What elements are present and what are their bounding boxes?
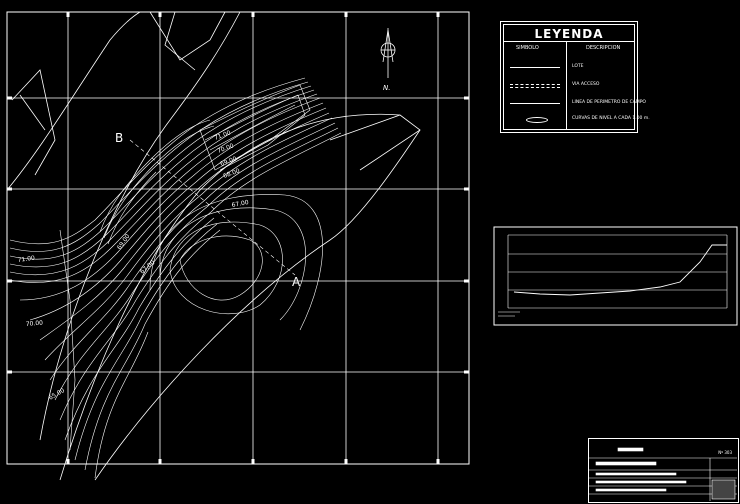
sheet-number: Nº 303 <box>718 450 732 455</box>
contour-label: 70.00 <box>216 142 235 155</box>
profile-chart <box>498 234 728 317</box>
contour-label: 70.00 <box>26 320 44 328</box>
legend-row-via: VIA ACCESO <box>504 77 634 93</box>
legend-symbol-solid <box>510 67 560 68</box>
legend-desc: LOTE <box>572 64 584 69</box>
north-label: N. <box>383 84 390 92</box>
map-frame <box>6 11 470 465</box>
titleblock-lines <box>589 447 737 501</box>
section-label-b: B <box>115 131 123 145</box>
legend-symbol-thin <box>510 103 560 104</box>
legend-desc: VIA ACCESO <box>572 82 600 87</box>
legend-desc: LINEA DE PERIMETRO DE CAMPO <box>572 100 646 105</box>
road-lines <box>6 11 421 481</box>
grid-ticks <box>7 12 469 464</box>
legend-panel: LEYENDA SIMBOLO DESCRIPCION LOTE VIA ACC… <box>500 21 650 133</box>
legend-col-divider <box>566 41 567 129</box>
legend-row-curvas: CURVAS DE NIVEL A CADA 1.00 m. <box>504 111 650 127</box>
legend-desc: CURVAS DE NIVEL A CADA 1.00 m. <box>572 116 650 121</box>
legend-header-description: DESCRIPCION <box>586 45 621 51</box>
legend-row-perimetro: LINEA DE PERIMETRO DE CAMPO <box>504 95 646 111</box>
profile-frame <box>493 226 738 326</box>
contour-label: 69.00 <box>116 233 132 251</box>
contour-lines <box>9 77 342 479</box>
contour-label: 71.00 <box>17 255 35 264</box>
legend-symbol-curves <box>526 117 548 123</box>
title-block: Nº 303 <box>588 438 739 503</box>
legend-header-symbol: SIMBOLO <box>516 45 539 51</box>
coordinate-grid <box>7 12 469 464</box>
legend-title: LEYENDA <box>534 27 604 41</box>
section-line-ab <box>129 139 296 276</box>
north-arrow-icon <box>380 28 396 78</box>
legend-divider <box>504 41 634 42</box>
contour-label: 67.00 <box>231 199 249 209</box>
contour-label: 71.00 <box>213 129 232 142</box>
contour-label: 65.00 <box>48 387 67 402</box>
legend-row-lote: LOTE <box>504 59 634 75</box>
contour-label: 69.00 <box>219 155 238 168</box>
legend-symbol-dashed <box>510 84 560 88</box>
section-label-a: A <box>292 275 301 289</box>
